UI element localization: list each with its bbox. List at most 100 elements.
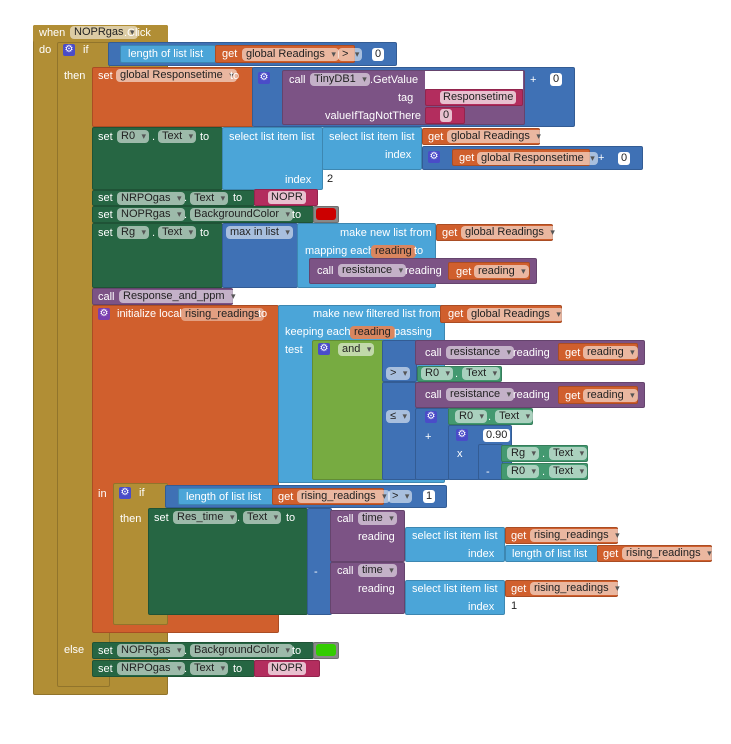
minus-label: - xyxy=(486,466,490,478)
set-label: set xyxy=(98,70,113,82)
property-dropdown[interactable]: Text xyxy=(549,465,588,478)
component-dropdown[interactable]: Res_time xyxy=(173,511,238,524)
component-dropdown[interactable]: R0 xyxy=(455,410,488,423)
multiply-label: x xyxy=(457,448,463,460)
red-color-swatch[interactable] xyxy=(316,208,336,220)
select-list-item-block[interactable] xyxy=(322,127,422,170)
component-dropdown[interactable]: Rg xyxy=(117,226,150,239)
procedure-dropdown[interactable]: time xyxy=(358,512,397,525)
loop-variable-field[interactable]: reading xyxy=(350,326,395,339)
property-dropdown[interactable]: Text xyxy=(495,410,534,423)
property-dropdown[interactable]: Text xyxy=(158,226,197,239)
procedure-dropdown[interactable]: resistance xyxy=(338,264,407,277)
if-label: if xyxy=(139,487,145,499)
text-field[interactable]: NOPR xyxy=(268,662,306,675)
number-field[interactable]: 2 xyxy=(324,173,337,186)
set-label: set xyxy=(98,192,113,204)
then-label: then xyxy=(120,513,142,525)
compare-le-block[interactable] xyxy=(382,382,417,480)
number-field[interactable]: 1 xyxy=(423,490,436,503)
dot-label: . xyxy=(237,512,241,524)
component-dropdown[interactable]: Rg xyxy=(507,447,540,460)
component-dropdown[interactable]: NRPOgas xyxy=(117,192,185,205)
select-label: select list item list xyxy=(412,530,498,542)
when-label: when xyxy=(39,27,66,39)
minus-block[interactable] xyxy=(478,444,503,480)
variable-dropdown[interactable]: reading xyxy=(583,389,638,402)
operator-dropdown[interactable]: > xyxy=(338,48,363,61)
procedure-dropdown[interactable]: resistance xyxy=(446,346,515,359)
procedure-dropdown[interactable]: resistance xyxy=(446,388,515,401)
passing-label: passing xyxy=(394,326,432,338)
and-block[interactable] xyxy=(312,340,384,480)
select-list-item-block[interactable] xyxy=(405,527,505,562)
variable-dropdown[interactable]: global Responsetime xyxy=(116,69,237,82)
gear-icon[interactable]: ⚙ xyxy=(98,308,110,320)
number-field[interactable]: 0.90 xyxy=(483,429,511,442)
procedure-dropdown[interactable]: Response_and_ppm xyxy=(119,290,239,303)
gear-icon[interactable]: ⚙ xyxy=(63,44,75,56)
property-dropdown[interactable]: Text xyxy=(462,367,501,380)
variable-dropdown[interactable]: global Readings xyxy=(467,308,564,321)
property-dropdown[interactable]: Text xyxy=(158,130,197,143)
argument-label: reading xyxy=(358,531,395,543)
call-label: call xyxy=(425,347,442,359)
variable-dropdown[interactable]: global Readings xyxy=(461,226,558,239)
text-field[interactable]: 0 xyxy=(440,109,453,122)
property-dropdown[interactable]: Text xyxy=(549,447,588,460)
variable-dropdown[interactable]: rising_readings xyxy=(530,582,623,595)
property-dropdown[interactable]: Text xyxy=(190,662,229,675)
variable-dropdown[interactable]: rising_readings xyxy=(297,490,390,503)
get-label: get xyxy=(278,491,294,503)
component-dropdown[interactable]: TinyDB1 xyxy=(310,73,370,86)
select-list-item-block[interactable] xyxy=(222,127,323,190)
operator-dropdown[interactable]: ≤ xyxy=(386,410,411,423)
math-function-dropdown[interactable]: max in list xyxy=(226,226,293,239)
component-dropdown[interactable]: NRPOgas xyxy=(117,662,185,675)
property-dropdown[interactable]: Text xyxy=(190,192,229,205)
gear-icon[interactable]: ⚙ xyxy=(119,487,131,499)
green-color-swatch[interactable] xyxy=(316,644,336,656)
component-dropdown[interactable]: R0 xyxy=(507,465,540,478)
variable-dropdown[interactable]: global Readings xyxy=(242,48,339,61)
gear-icon[interactable]: ⚙ xyxy=(318,343,330,355)
set-label: set xyxy=(98,663,113,675)
number-field[interactable]: 0 xyxy=(372,48,385,61)
component-dropdown[interactable]: NOPRgas xyxy=(70,26,138,39)
index-label: index xyxy=(385,149,412,161)
select-list-item-block[interactable] xyxy=(405,580,505,615)
procedure-dropdown[interactable]: time xyxy=(358,564,397,577)
variable-dropdown[interactable]: reading xyxy=(583,346,638,359)
component-dropdown[interactable]: NOPRgas xyxy=(117,208,185,221)
loop-variable-field[interactable]: reading xyxy=(371,245,416,258)
number-field[interactable]: 0 xyxy=(550,73,563,86)
set-res-time-text-block[interactable] xyxy=(148,508,308,615)
property-dropdown[interactable]: BackgroundColor xyxy=(190,644,293,657)
logic-dropdown[interactable]: and xyxy=(338,343,375,356)
variable-dropdown[interactable]: global Readings xyxy=(447,130,544,143)
gear-icon[interactable]: ⚙ xyxy=(258,72,270,84)
variable-dropdown[interactable]: global Responsetime xyxy=(477,152,598,165)
to-label: to xyxy=(286,512,296,524)
text-field[interactable]: Responsetime xyxy=(440,91,517,104)
variable-dropdown[interactable]: reading xyxy=(474,265,529,278)
local-name-field[interactable]: rising_readings xyxy=(181,308,264,321)
minus-block[interactable] xyxy=(307,508,332,615)
operator-dropdown[interactable]: > xyxy=(388,490,413,503)
property-dropdown[interactable]: Text xyxy=(243,511,282,524)
component-dropdown[interactable]: R0 xyxy=(421,367,454,380)
variable-dropdown[interactable]: rising_readings xyxy=(622,547,715,560)
variable-dropdown[interactable]: rising_readings xyxy=(530,529,623,542)
gear-icon[interactable]: ⚙ xyxy=(456,429,468,441)
property-dropdown[interactable]: BackgroundColor xyxy=(190,208,293,221)
text-field[interactable]: NOPR xyxy=(268,191,306,204)
gear-icon[interactable]: ⚙ xyxy=(425,411,437,423)
component-dropdown[interactable]: NOPRgas xyxy=(117,644,185,657)
argument-label: reading xyxy=(405,265,442,277)
gear-icon[interactable]: ⚙ xyxy=(428,151,440,163)
operator-dropdown[interactable]: > xyxy=(386,367,411,380)
number-field[interactable]: 1 xyxy=(508,600,521,613)
length-of-list-label: length of list list xyxy=(128,48,204,60)
number-field[interactable]: 0 xyxy=(618,152,631,165)
component-dropdown[interactable]: R0 xyxy=(117,130,150,143)
